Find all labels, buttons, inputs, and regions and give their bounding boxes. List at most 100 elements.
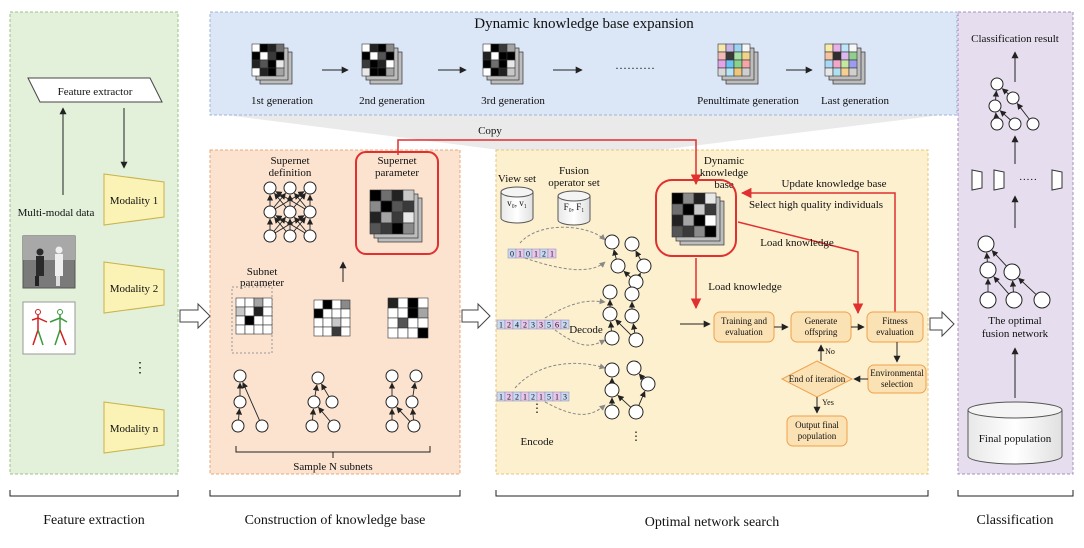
subnet-parameter-label-1: Subnet (247, 266, 278, 278)
feature-extractor-label: Feature extractor (58, 86, 133, 98)
fitness-box (866, 311, 924, 343)
fusion-set-label-1: Fusion (559, 165, 589, 177)
candidate-network-1 (604, 234, 652, 290)
section-label-search: Optimal network search (645, 515, 780, 530)
network-node (303, 229, 317, 243)
decode-label: Decode (569, 324, 603, 336)
network-node (409, 369, 423, 383)
load-knowledge-label-2: Load knowledge (708, 281, 782, 293)
feature-trapezoids (971, 169, 1063, 191)
modality-2-label: Modality 2 (110, 283, 159, 295)
network-edge (999, 110, 1011, 121)
banner-title: Dynamic knowledge base expansion (474, 16, 694, 32)
network-edge (274, 191, 305, 210)
generation-label-3: 3rd generation (481, 95, 545, 107)
network-node (990, 77, 1004, 91)
network-node (283, 229, 297, 243)
network-edge (242, 381, 260, 421)
network-node (626, 360, 642, 376)
network-edge (992, 90, 999, 101)
generation-grid-2 (361, 43, 403, 85)
network-node (624, 308, 640, 324)
output-box (786, 415, 848, 447)
subnet-parameter-label-2: parameter (240, 277, 284, 289)
network-edge (612, 249, 619, 260)
network-node (263, 229, 277, 243)
encoding-digit: 1 (499, 321, 503, 330)
encoding-cell (560, 391, 570, 402)
network-edge (617, 394, 632, 408)
subnet-parameter-grids (231, 286, 429, 354)
network-node (327, 419, 341, 433)
env-selection-label-2: selection (881, 379, 913, 389)
modality-dots: ⋮ (133, 361, 147, 376)
encoding-digit: 1 (499, 393, 503, 402)
network-edge (273, 216, 286, 232)
select-high-label: Select high quality individuals (749, 199, 883, 211)
encoding-digit: 1 (523, 393, 527, 402)
network-node (604, 330, 620, 346)
flow-arrow-3 (929, 310, 955, 338)
encode-label: Encode (521, 436, 554, 448)
network-node (1033, 291, 1051, 309)
encoding-digit: 4 (515, 321, 519, 330)
optimal-network-graph (977, 235, 1051, 309)
modality-1-box (103, 173, 165, 226)
network-node (604, 382, 620, 398)
modality-2-box (103, 261, 165, 314)
encoding-digit: 2 (515, 393, 519, 402)
network-edge (1018, 277, 1037, 295)
network-node (305, 419, 319, 433)
encoding-digit: 2 (523, 321, 527, 330)
supernet-definition-label-2: definition (269, 167, 312, 179)
subnet-graph-2 (305, 371, 341, 433)
network-edge (607, 321, 615, 332)
network-edge (396, 406, 411, 422)
subnet-graph-1 (231, 369, 269, 433)
network-node (233, 395, 247, 409)
network-node (307, 395, 321, 409)
network-node (407, 419, 421, 433)
generate-label-1: Generate (805, 316, 837, 326)
supernet-definition-label-1: Supernet (270, 155, 309, 167)
network-node (1008, 117, 1022, 131)
final-population-cylinder (967, 401, 1063, 465)
classification-result-label: Classification result (971, 33, 1059, 45)
section-label-classification: Classification (977, 513, 1054, 528)
encoding-digit: 2 (563, 321, 567, 330)
network-node (1005, 291, 1023, 309)
supernet-graph (263, 181, 317, 243)
supernet-parameter-matrix (369, 189, 423, 243)
network-edge (293, 192, 306, 208)
encoding-digit: 6 (555, 321, 559, 330)
network-edge (983, 252, 991, 263)
classifier-graph (988, 77, 1040, 131)
load-knowledge-label-1: Load knowledge (760, 237, 834, 249)
network-node (303, 181, 317, 195)
training-label-1: Training and (721, 316, 767, 326)
trapezoid-dots: ····· (1019, 174, 1037, 186)
network-node (990, 117, 1004, 131)
flow-arrow-1 (179, 302, 211, 330)
network-node (610, 258, 626, 274)
generation-ellipsis: ·········· (615, 61, 655, 75)
network-edge (312, 384, 320, 397)
network-node (385, 369, 399, 383)
feature-extractor-box (27, 77, 163, 103)
load-knowledge-arrow-1 (737, 221, 864, 315)
network-dots: ⋮ (630, 429, 642, 443)
network-edge (993, 276, 1010, 295)
network-edge (410, 382, 418, 397)
supernet-parameter-label-1: Supernet (377, 155, 416, 167)
encode-dots: ⋮ (531, 401, 543, 415)
generation-grid-3 (482, 43, 524, 85)
classifier-network (988, 77, 1040, 131)
subnet-parameter-grid-1 (235, 297, 273, 335)
network-node (604, 234, 620, 250)
network-edge (638, 373, 646, 381)
encoding-digit: 1 (539, 393, 543, 402)
subnet-parameter-grid-2 (313, 299, 351, 337)
candidate-network-3 (604, 360, 656, 420)
